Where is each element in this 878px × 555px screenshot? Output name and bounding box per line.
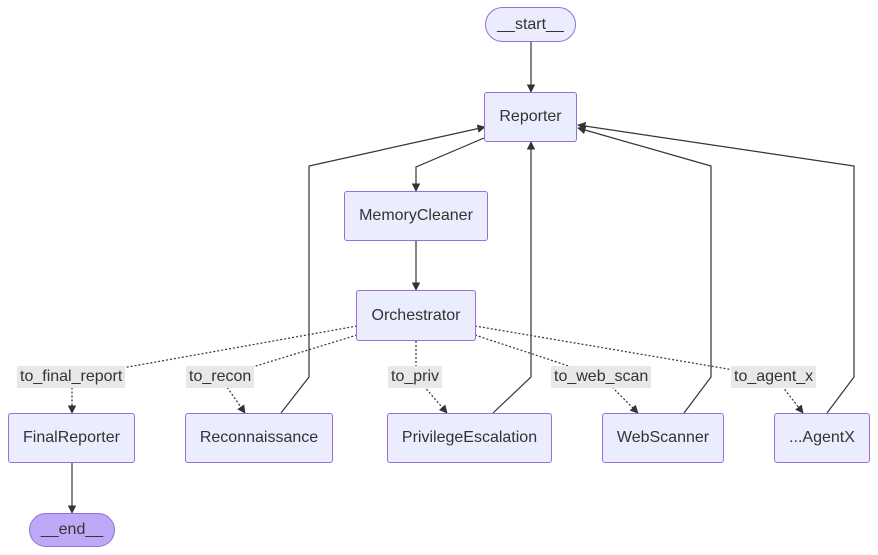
edge-label-to-final-report: to_final_report: [17, 366, 126, 388]
edge-label-to-priv: to_priv: [388, 366, 443, 388]
node-end[interactable]: __end__: [29, 513, 115, 547]
edge-label-to-web-scan: to_web_scan: [551, 366, 652, 388]
node-reporter[interactable]: Reporter: [484, 92, 577, 142]
node-privilege-escalation[interactable]: PrivilegeEscalation: [387, 413, 552, 463]
node-final-reporter[interactable]: FinalReporter: [8, 413, 135, 463]
edge-privilegeescalation-reporter: [492, 141, 536, 414]
edge-reporter-memorycleaner: [411, 137, 485, 192]
edge-label-to-agent-x: to_agent_x: [731, 366, 817, 388]
edge-label-to-recon: to_recon: [186, 366, 255, 388]
node-start[interactable]: __start__: [485, 7, 576, 42]
node-memory-cleaner[interactable]: MemoryCleaner: [344, 191, 488, 241]
node-orchestrator[interactable]: Orchestrator: [356, 290, 476, 341]
node-web-scanner[interactable]: WebScanner: [602, 413, 724, 463]
edge-agentx-reporter: [577, 121, 855, 414]
edge-to-recon: [219, 334, 358, 414]
node-reconnaissance[interactable]: Reconnaissance: [185, 413, 333, 463]
edge-webscanner-reporter: [577, 126, 712, 414]
node-agent-x[interactable]: ...AgentX: [774, 413, 870, 463]
edge-reconnaissance-reporter: [280, 124, 486, 414]
